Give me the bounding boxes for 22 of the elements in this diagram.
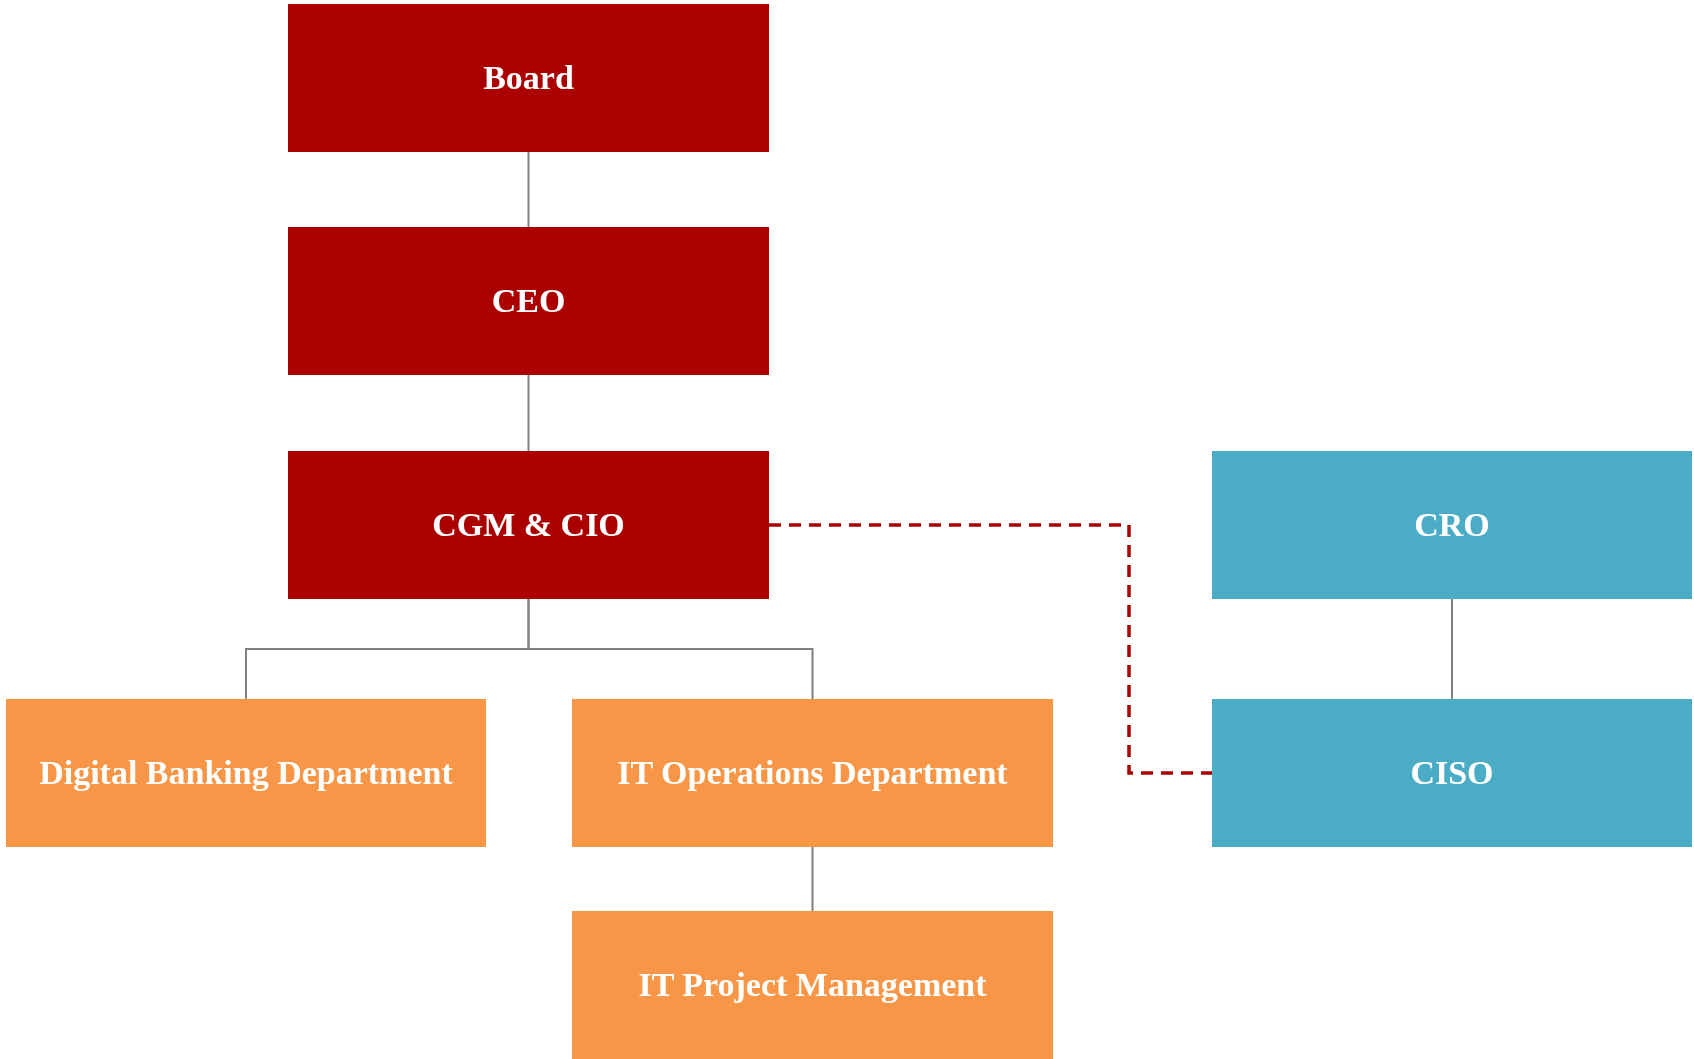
role-title: CISO — [1410, 752, 1494, 793]
org-box — [572, 911, 1053, 1059]
org-box — [1212, 451, 1692, 599]
org-box — [572, 699, 1053, 847]
role-title: Board — [483, 57, 574, 98]
role-title: Digital Banking Department — [39, 752, 453, 793]
role-title: IT Operations Department — [617, 752, 1008, 793]
org-box — [288, 227, 769, 375]
connector-line — [527, 374, 530, 452]
org-box — [288, 451, 769, 599]
role-title: CEO — [491, 280, 566, 321]
org-box — [6, 699, 486, 847]
connector-line — [527, 151, 530, 228]
connector-line — [811, 846, 814, 912]
role-title: CGM & CIO — [432, 504, 625, 545]
role-title: IT Project Management — [638, 964, 987, 1005]
org-box — [288, 4, 769, 152]
role-title: CRO — [1414, 504, 1490, 545]
dashed-connector — [769, 523, 1212, 775]
connector-line — [1451, 598, 1453, 700]
connector-line — [527, 598, 814, 700]
org-box — [1212, 699, 1692, 847]
